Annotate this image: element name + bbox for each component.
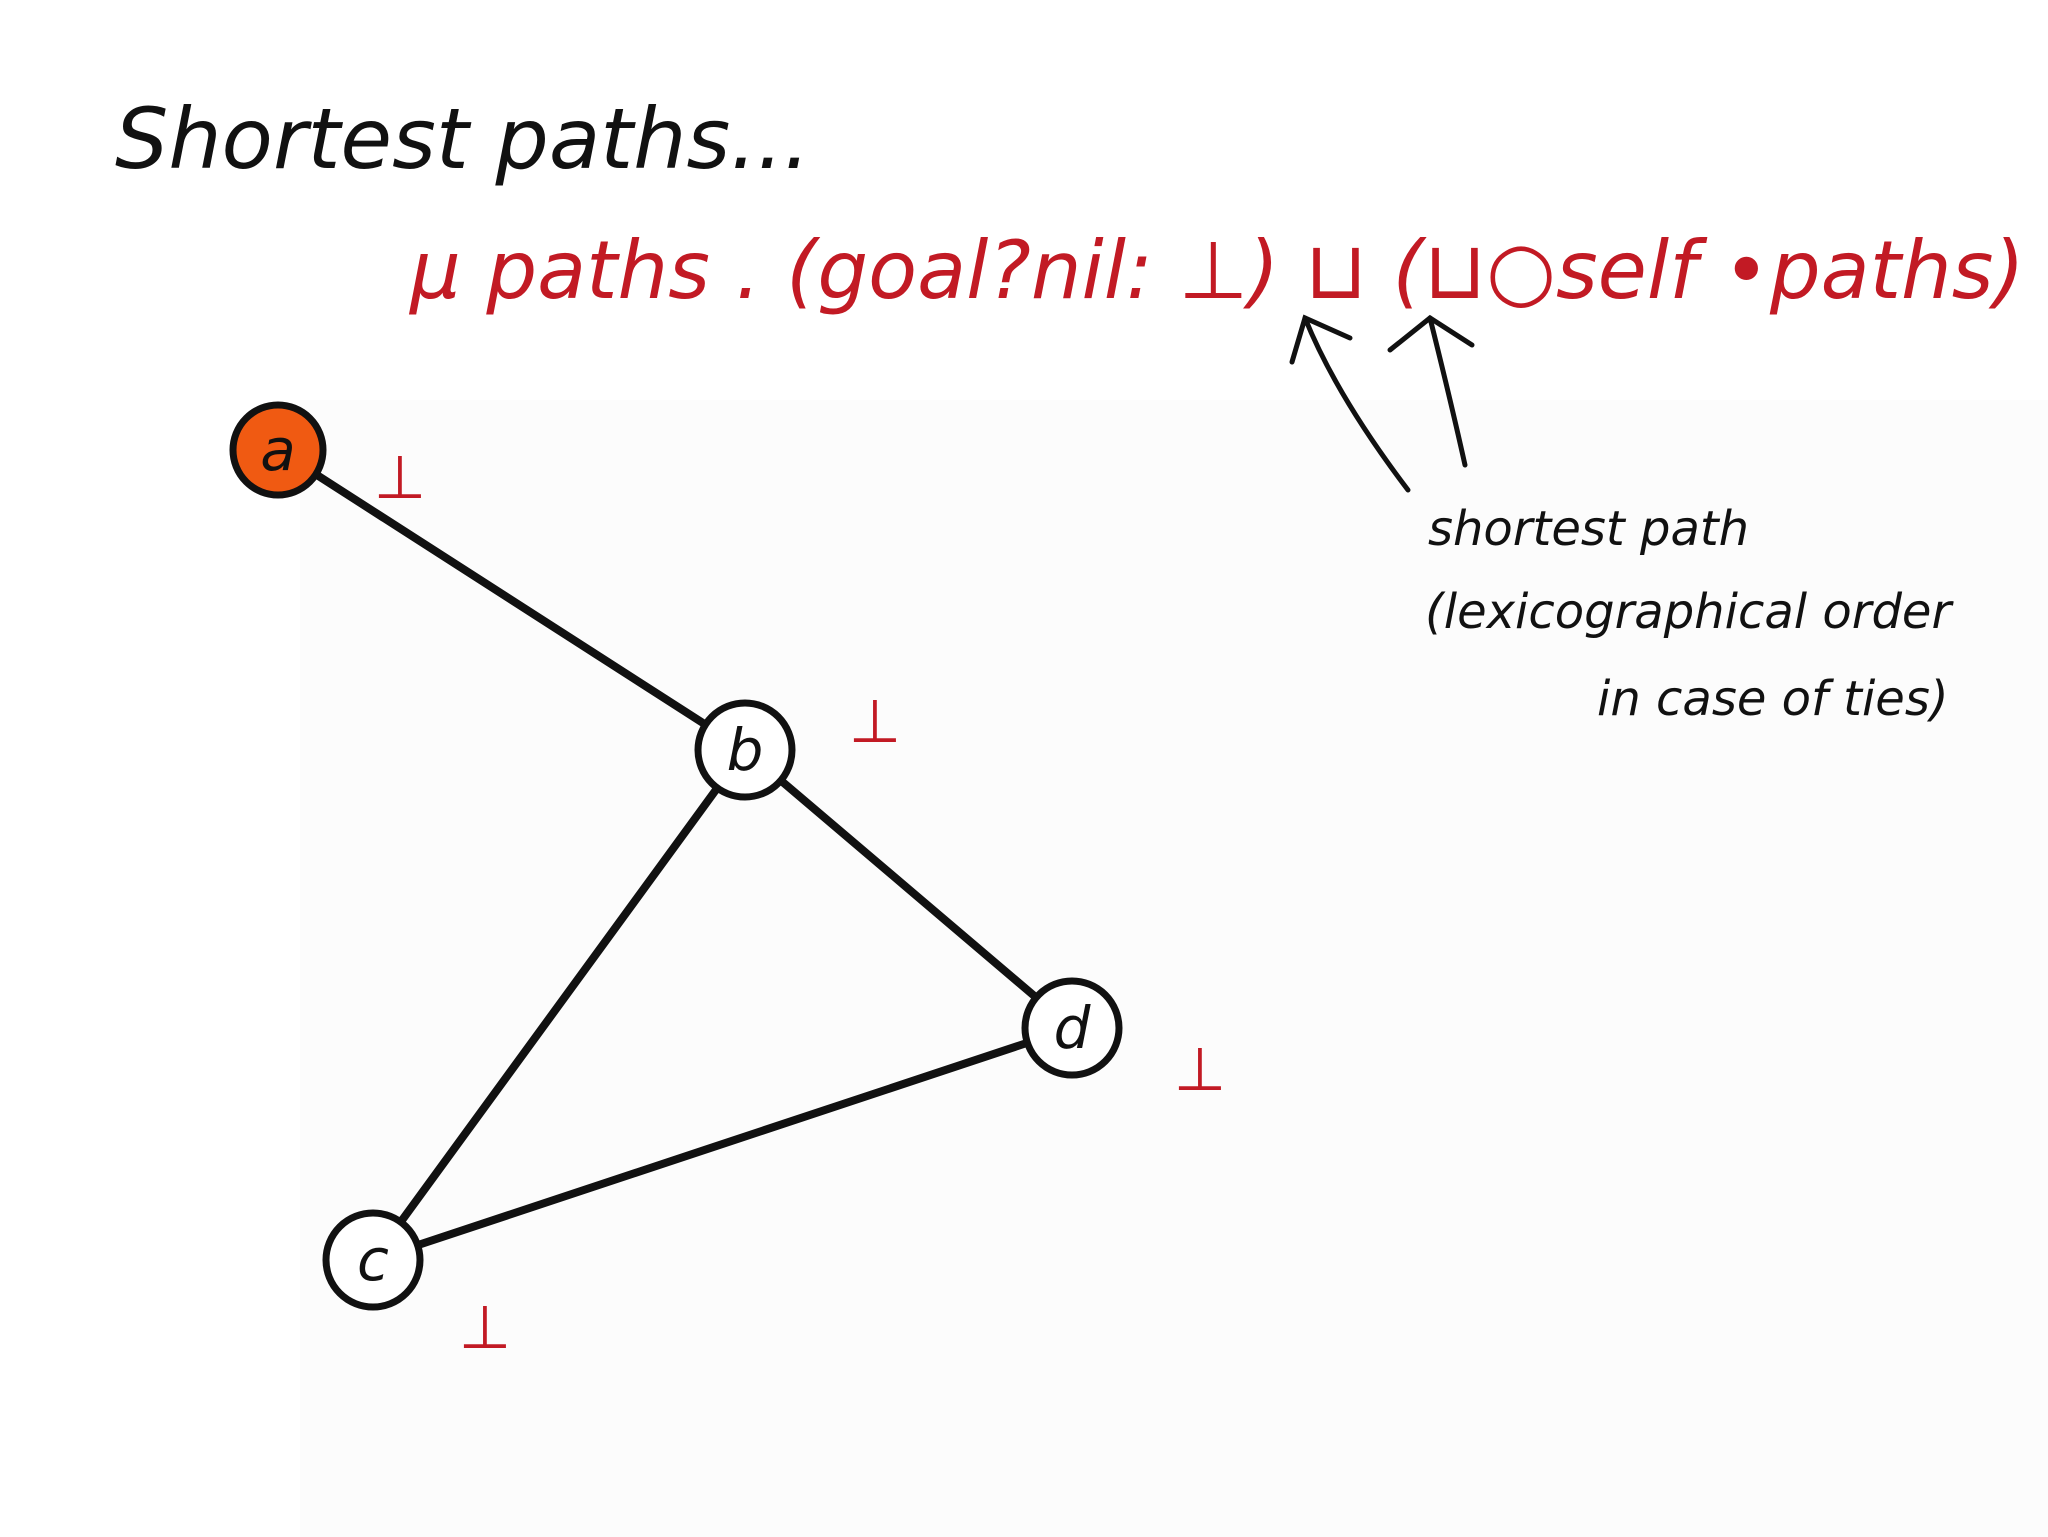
node-circle-b: [694, 699, 796, 801]
node-label-d: d: [1054, 994, 1092, 1062]
annotation-line-3: in case of ties): [1597, 671, 1949, 727]
node-circle-a: [229, 401, 327, 499]
edge-b-d: [741, 746, 1076, 1032]
node-label-b: b: [727, 716, 764, 784]
page-title: Shortest paths...: [115, 90, 810, 188]
edge-a-b: [274, 446, 749, 754]
node-circle-c: [322, 1209, 424, 1311]
graph-nodes: a b c d: [229, 401, 1123, 1311]
node-d: d: [1021, 977, 1123, 1079]
node-b: b: [694, 699, 796, 801]
drawing-background: [300, 400, 2048, 1537]
node-value-a: ⊥: [374, 443, 426, 513]
node-label-a: a: [260, 416, 296, 484]
node-value-c: ⊥: [459, 1293, 511, 1363]
formula: μ paths . (goal?nil: ⊥) ⊔ (⊔○self •paths…: [408, 224, 2025, 317]
arrow-to-join-2: [1387, 314, 1475, 468]
annotation-line-2: (lexicographical order: [1425, 584, 1954, 640]
edge-b-c: [369, 746, 749, 1264]
node-a: a: [229, 401, 327, 499]
annotation-line-1: shortest path: [1428, 501, 1749, 557]
graph-node-values: ⊥ ⊥ ⊥ ⊥: [374, 443, 1226, 1363]
node-c: c: [322, 1209, 424, 1311]
node-value-b: ⊥: [849, 687, 901, 757]
edge-c-d: [369, 1024, 1076, 1264]
node-circle-d: [1021, 977, 1123, 1079]
graph-edges: [274, 446, 1076, 1264]
arrow-to-join-1: [1289, 314, 1411, 493]
node-value-d: ⊥: [1174, 1035, 1226, 1105]
node-label-c: c: [357, 1226, 389, 1294]
